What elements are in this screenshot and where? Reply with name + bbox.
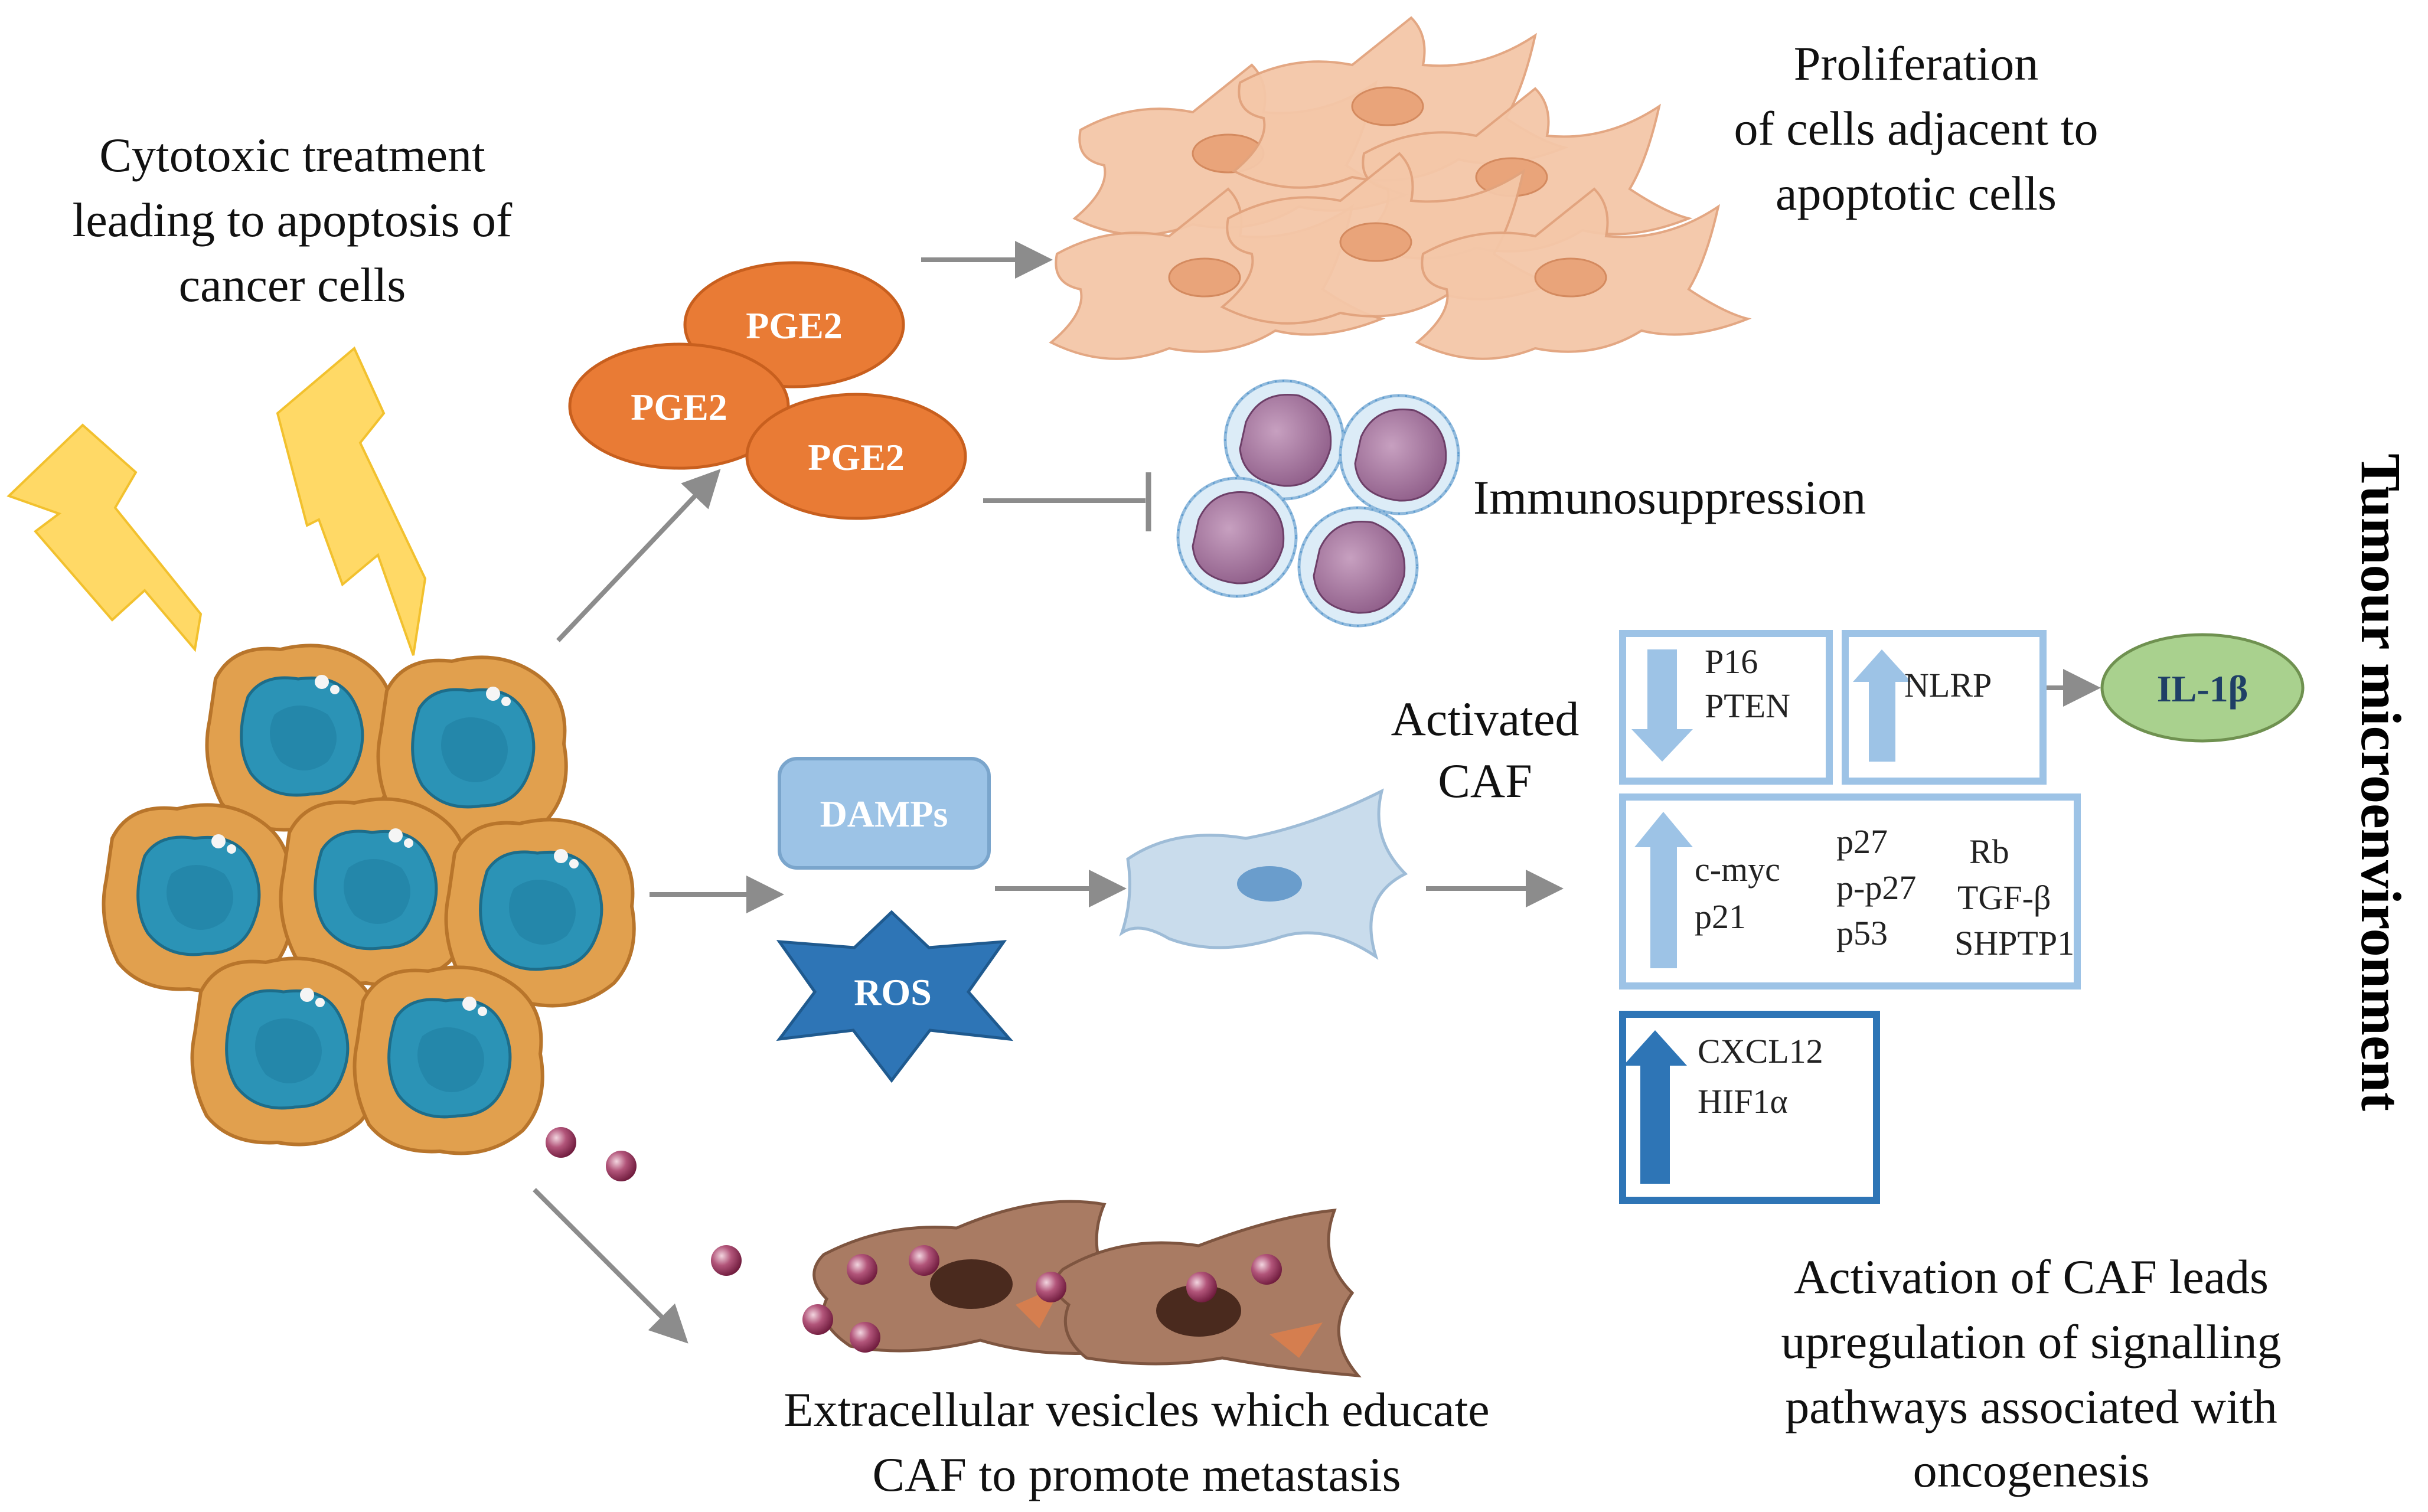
caption-activation-line2: upregulation of signalling: [1781, 1315, 2281, 1369]
p27-label: p27: [1836, 822, 1888, 861]
caption-cytotoxic-line1: Cytotoxic treatment: [99, 128, 485, 182]
caption-proliferation-line1: Proliferation: [1794, 37, 2038, 90]
proliferating-cells: [1050, 17, 1749, 360]
cxcl12-label: CXCL12: [1698, 1032, 1823, 1070]
il1b-ellipse: [2100, 633, 2305, 743]
tgfb-label: TGF-β: [1957, 879, 2051, 917]
down-arrow-icon: [1631, 649, 1693, 762]
side-title: Tumour microenvironment: [2349, 453, 2413, 1111]
damps-box: [778, 757, 991, 870]
pge2-label-left: PGE2: [631, 386, 727, 428]
caption-activated-caf-line2: CAF: [1438, 754, 1532, 808]
caption-cytotoxic-line2: leading to apoptosis of: [73, 193, 513, 247]
il1b-label: IL-1β: [2157, 668, 2248, 710]
ros-star: [776, 910, 1014, 1083]
p21-label: p21: [1695, 897, 1746, 936]
caption-immunosuppression: Immunosuppression: [1473, 471, 1866, 524]
caption-activation-line3: pathways associated with: [1785, 1380, 2277, 1433]
caption-activation-line4: oncogenesis: [1913, 1444, 2150, 1497]
immune-cells: [1178, 381, 1458, 626]
caption-activation-line1: Activation of CAF leads: [1794, 1250, 2269, 1304]
arrow-to-pge2: [556, 469, 721, 642]
up-arrow-mid-icon: [1634, 812, 1693, 968]
caption-cytotoxic-line3: cancer cells: [179, 258, 406, 312]
caf-nucleus: [1237, 866, 1302, 902]
cmyc-label: c-myc: [1695, 850, 1780, 889]
caption-proliferation-line2: of cells adjacent to: [1734, 102, 2098, 155]
ev-caf-cells: [812, 1200, 1362, 1377]
damps-label: DAMPs: [820, 793, 948, 835]
caption-ev-line2: CAF to promote metastasis: [872, 1448, 1401, 1501]
lightning-bolt-right: [276, 346, 427, 656]
pten-label: PTEN: [1705, 687, 1790, 725]
pge2-label-right: PGE2: [808, 436, 905, 478]
pp27-label: p-p27: [1836, 868, 1916, 907]
pge2-ellipse-right: [745, 393, 967, 520]
nlrp-label: NLRP: [1904, 666, 1992, 704]
pge2-label-top: PGE2: [746, 305, 843, 347]
hif1a-label: HIF1α: [1698, 1082, 1788, 1121]
caption-ev-line1: Extracellular vesicles which educate: [784, 1383, 1489, 1436]
up-arrow-dark-icon: [1623, 1030, 1687, 1184]
arrow-to-ev: [533, 1188, 688, 1344]
ros-label: ROS: [854, 971, 932, 1013]
box-mid-signalling: [1619, 793, 2081, 990]
lightning-bolt-left: [6, 423, 203, 652]
p53-label: p53: [1836, 914, 1888, 952]
caption-activated-caf-line1: Activated: [1391, 692, 1579, 746]
pge2-group: PGE2 PGE2 PGE2: [568, 261, 967, 520]
rb-label: Rb: [1969, 832, 2009, 871]
shptp1-label: SHPTP1: [1954, 924, 2074, 962]
p16-label: P16: [1705, 642, 1758, 681]
up-arrow-nlrp-icon: [1853, 649, 1911, 762]
caption-proliferation-line3: apoptotic cells: [1776, 166, 2057, 220]
cancer-cell-cluster: [104, 645, 634, 1153]
